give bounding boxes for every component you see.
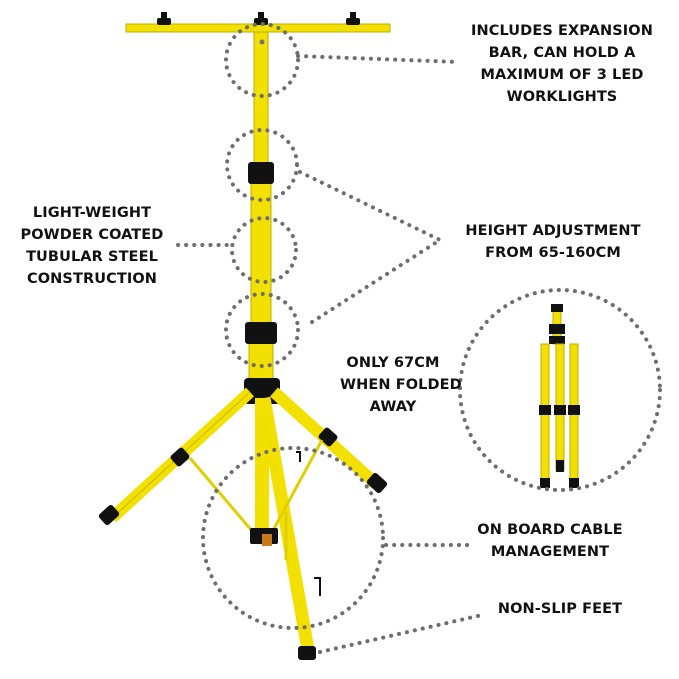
label-line: LIGHT-WEIGHT bbox=[32, 205, 152, 221]
label-line: CONSTRUCTION bbox=[27, 271, 157, 287]
callout-circle-lower-clamp bbox=[224, 292, 300, 368]
foot-right bbox=[366, 473, 388, 493]
folded-size-label: ONLY 67CM WHEN FOLDED AWAY bbox=[340, 352, 462, 418]
label-line: MAXIMUM OF 3 LED bbox=[480, 67, 644, 83]
leader-height-lower bbox=[310, 238, 442, 324]
label-line: BAR, CAN HOLD A bbox=[488, 45, 636, 61]
label-line: WORKLIGHTS bbox=[506, 89, 618, 105]
leader-expansion bbox=[296, 54, 460, 64]
height-clamp-lower bbox=[245, 322, 277, 344]
foot-front bbox=[298, 646, 316, 660]
callout-circle-upper-clamp bbox=[225, 128, 299, 202]
label-line: AWAY bbox=[369, 399, 417, 415]
callout-markers bbox=[176, 22, 662, 654]
label-line: WHEN FOLDED bbox=[340, 377, 462, 393]
label-line: FROM 65-160CM bbox=[485, 245, 621, 261]
bar-knobs bbox=[157, 12, 360, 25]
callout-circle-bar bbox=[224, 22, 300, 98]
callout-circle-tube bbox=[230, 216, 298, 284]
callout-circle-folded bbox=[458, 288, 662, 492]
leader-height-upper bbox=[298, 170, 442, 242]
label-line: INCLUDES EXPANSION bbox=[471, 23, 653, 39]
label-line: NON-SLIP FEET bbox=[497, 601, 623, 617]
label-line: ON BOARD CABLE bbox=[477, 522, 623, 538]
label-line: MANAGEMENT bbox=[490, 544, 610, 560]
label-line: TUBULAR STEEL bbox=[26, 249, 158, 265]
non-slip-feet-label: NON-SLIP FEET bbox=[490, 598, 630, 620]
label-line: ONLY 67CM bbox=[346, 355, 440, 371]
leg-hub bbox=[244, 378, 280, 404]
callout-circle-cable bbox=[201, 446, 385, 630]
label-line: HEIGHT ADJUSTMENT bbox=[465, 223, 641, 239]
steel-construction-label: LIGHT-WEIGHT POWDER COATED TUBULAR STEEL… bbox=[18, 202, 166, 290]
leader-feet bbox=[318, 613, 484, 654]
cable-management-label: ON BOARD CABLE MANAGEMENT bbox=[476, 519, 624, 563]
cable-hook-upper bbox=[296, 451, 301, 462]
cable-hook-lower bbox=[314, 577, 321, 596]
height-adjustment-label: HEIGHT ADJUSTMENT FROM 65-160CM bbox=[458, 220, 648, 264]
label-line: POWDER COATED bbox=[20, 227, 164, 243]
expansion-bar-label: INCLUDES EXPANSION BAR, CAN HOLD A MAXIM… bbox=[462, 20, 662, 108]
tripod-stand bbox=[98, 12, 391, 660]
height-clamp-upper bbox=[248, 162, 274, 184]
folded-tripod bbox=[539, 304, 580, 488]
foot-left bbox=[98, 505, 120, 525]
expansion-bar bbox=[125, 23, 391, 33]
